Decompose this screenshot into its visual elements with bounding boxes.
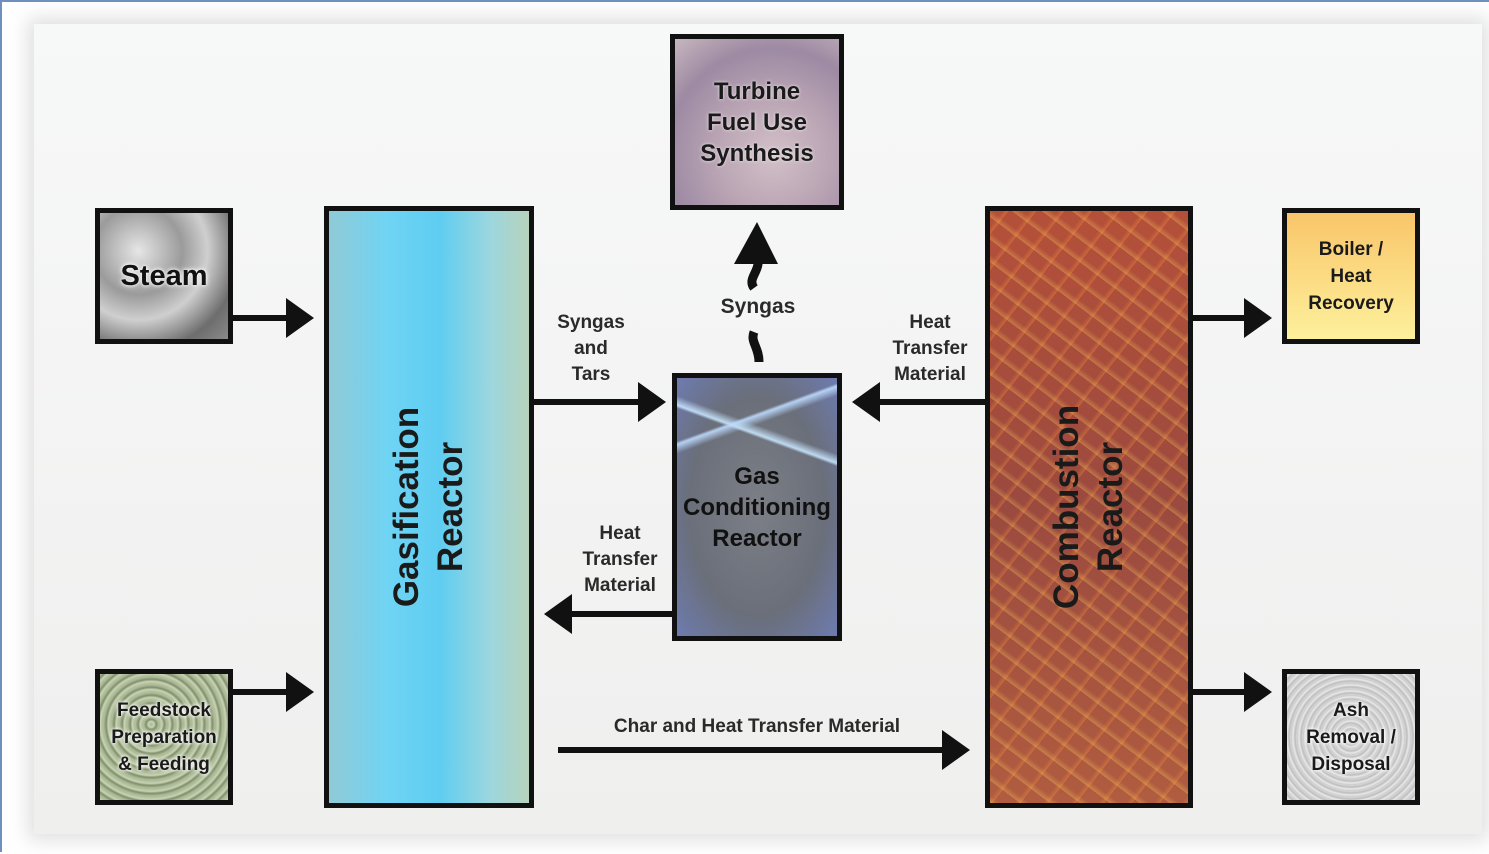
syngas-label: Syngas <box>720 295 796 318</box>
syngas-tars-label: Syngas and Tars <box>557 312 625 385</box>
gas-conditioning-reactor-box: Gas Conditioning Reactor <box>672 373 842 641</box>
gasification-reactor-box: Gasification Reactor <box>324 206 534 808</box>
heat-transfer-left-label: Heat Transfer Material <box>582 523 658 596</box>
boiler-box: Boiler / Heat Recovery <box>1282 208 1420 344</box>
feedstock-box: Feedstock Preparation & Feeding <box>95 669 233 805</box>
char-heat-transfer-label: Char and Heat Transfer Material <box>613 716 901 737</box>
ash-box: Ash Removal / Disposal <box>1282 669 1420 805</box>
steam-box: Steam <box>95 208 233 344</box>
gasification-reactor-label: Gasification Reactor <box>387 406 470 608</box>
combustion-reactor-label: Combustion Reactor <box>1047 404 1130 610</box>
turbine-box: Turbine Fuel Use Synthesis <box>670 34 844 210</box>
combustion-reactor-box: Combustion Reactor <box>985 206 1193 808</box>
heat-transfer-right-label: Heat Transfer Material <box>892 312 968 385</box>
